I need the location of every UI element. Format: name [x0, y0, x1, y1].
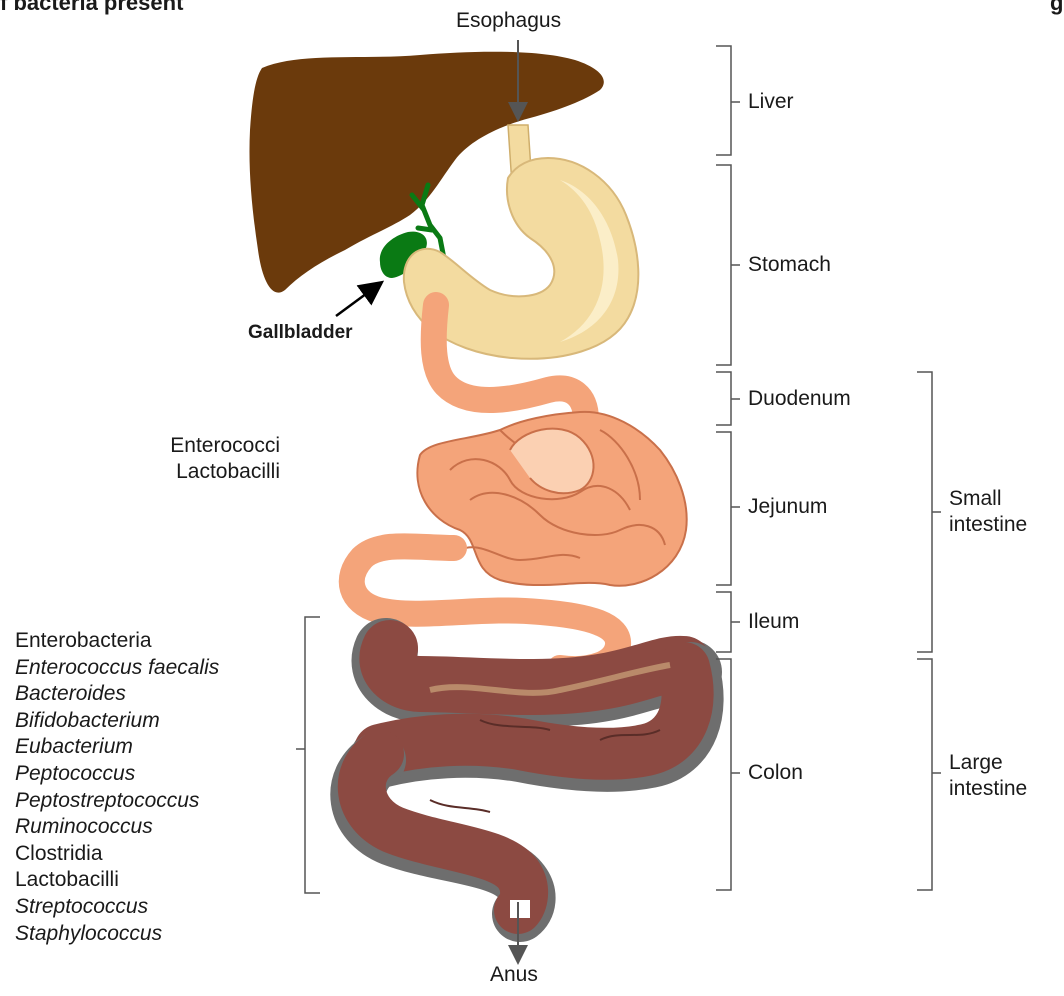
rectum-end: [510, 900, 530, 918]
bacteria-item: Bifidobacterium: [15, 708, 219, 735]
bacteria-item: Peptostreptococcus: [15, 788, 219, 815]
bacteria-item: Enterococci: [110, 433, 280, 459]
bacteria-item: Enterococcus faecalis: [15, 655, 219, 682]
small-intestine-bacteria-list: Enterococci Lactobacilli: [110, 433, 280, 485]
stomach-label: Stomach: [748, 252, 831, 278]
header-right-fragment: g: [1050, 0, 1063, 16]
small-intestine-label-line2: intestine: [949, 512, 1027, 538]
bacteria-item: Lactobacilli: [15, 867, 219, 894]
anus-label: Anus: [490, 962, 538, 988]
esophagus-label: Esophagus: [456, 8, 561, 34]
bacteria-item: Clostridia: [15, 841, 219, 868]
bacteria-item: Peptococcus: [15, 761, 219, 788]
liver-label: Liver: [748, 89, 794, 115]
gallbladder-label: Gallbladder: [248, 320, 353, 346]
jejunum-label: Jejunum: [748, 494, 827, 520]
bacteria-item: Ruminococcus: [15, 814, 219, 841]
small-intestine-label-line1: Small: [949, 486, 1027, 512]
header-fragment: f bacteria present: [0, 0, 183, 16]
duodenum-label: Duodenum: [748, 386, 851, 412]
bacteria-item: Enterobacteria: [15, 628, 219, 655]
colon-bacteria-list: Enterobacteria Enterococcus faecalis Bac…: [15, 628, 219, 947]
bacteria-item: Streptococcus: [15, 894, 219, 921]
gallbladder-arrow: [336, 288, 374, 316]
bacteria-item: Lactobacilli: [110, 459, 280, 485]
large-intestine-label-line2: intestine: [949, 776, 1027, 802]
colon-shape: [358, 648, 693, 914]
bacteria-item: Bacteroides: [15, 681, 219, 708]
bacteria-item: Eubacterium: [15, 734, 219, 761]
large-intestine-label-line1: Large: [949, 750, 1027, 776]
large-intestine-label: Large intestine: [949, 750, 1027, 802]
small-intestine-label: Small intestine: [949, 486, 1027, 538]
ileum-label: Ileum: [748, 609, 799, 635]
colon-label: Colon: [748, 760, 803, 786]
bacteria-item: Staphylococcus: [15, 921, 219, 948]
